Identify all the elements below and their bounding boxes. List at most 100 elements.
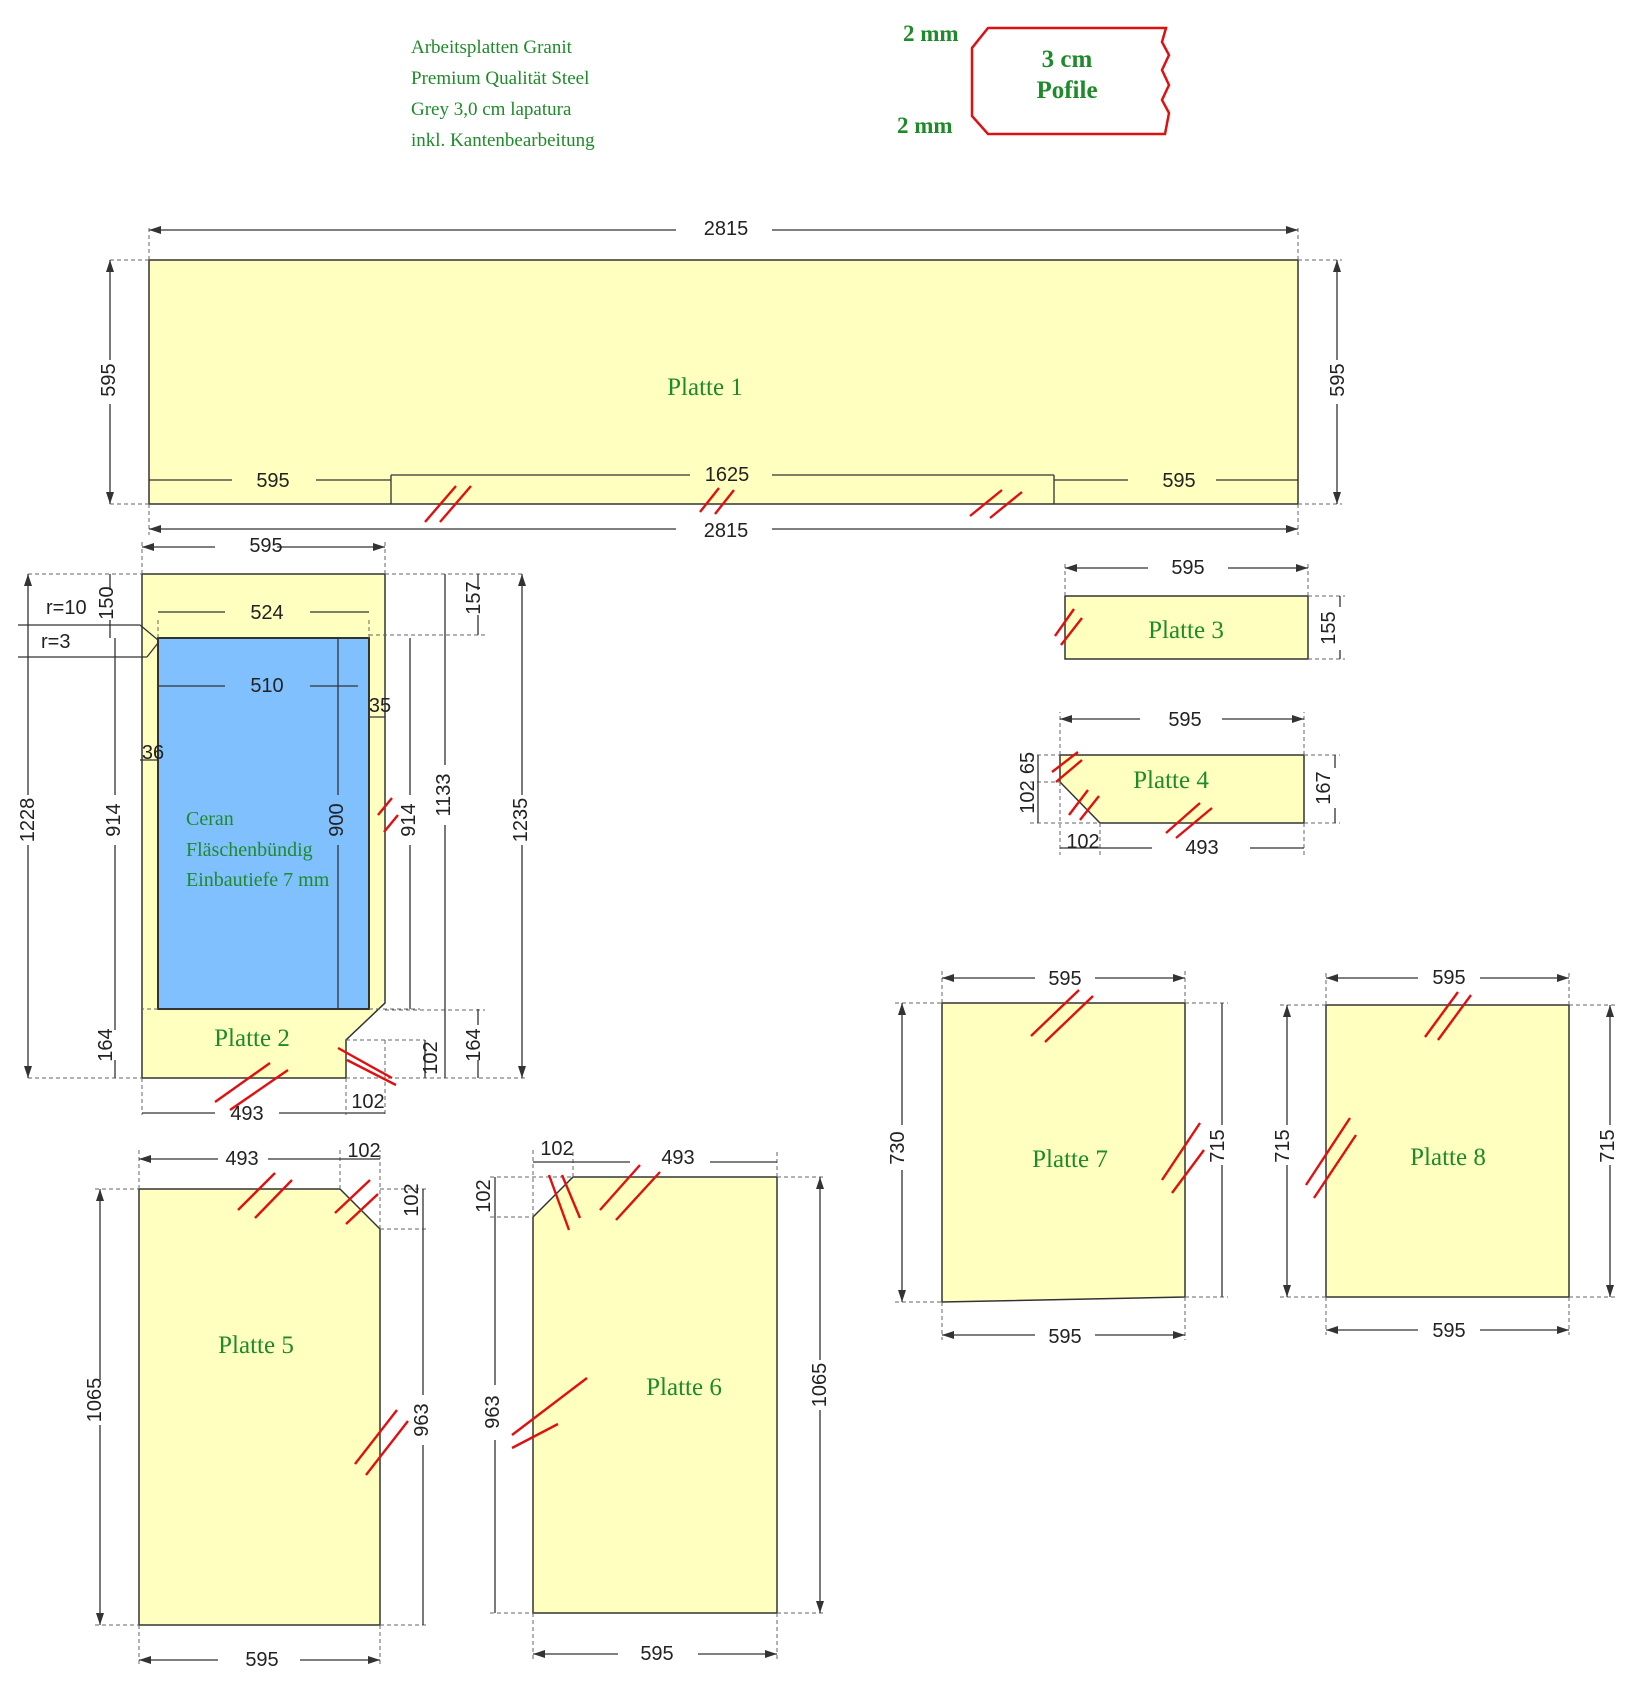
ceran-label-1: Ceran [186, 808, 234, 830]
panel-1-dim-seg-left: 595 [256, 470, 289, 492]
panel-5-dim-right-963: 963 [411, 1403, 433, 1436]
panel-6-dim-bottom: 595 [640, 1643, 673, 1665]
panel-6-dim-top-102: 102 [540, 1138, 573, 1160]
profile-top-chamfer: 2 mm [903, 21, 959, 46]
panel-1-dim-bottom: 2815 [704, 520, 749, 542]
panel-2-dim-157: 157 [463, 581, 485, 614]
panel-5: Platte 5 493 102 102 1065 963 595 [84, 1140, 433, 1671]
panel-6-dim-right: 1065 [809, 1363, 831, 1408]
panel-8-edge-marks [1304, 991, 1472, 1199]
material-line-1: Arbeitsplatten Granit [411, 37, 572, 58]
panel-6-dim-left-102: 102 [473, 1179, 495, 1212]
panel-2-dim-top: 595 [249, 535, 282, 557]
panel-8: Platte 8 595 715 715 595 [1272, 967, 1619, 1342]
panel-5-dim-top-102: 102 [347, 1140, 380, 1162]
panel-3-shape [1064, 595, 1309, 660]
cutout-dim-width: 524 [250, 602, 283, 624]
panel-2-edge-marks [214, 797, 399, 1111]
panel-1-dim-left: 595 [98, 363, 120, 396]
panel-2-dim-164-left: 164 [95, 1028, 117, 1061]
panel-1-dim-seg-mid: 1625 [705, 464, 750, 486]
panel-1-edge-marks [424, 485, 1023, 523]
profile-thickness: 3 cm [1042, 46, 1093, 73]
panel-5-shape [138, 1188, 381, 1626]
panel-2-dim-36: 36 [142, 742, 164, 764]
panel-8-shape [1325, 1004, 1570, 1298]
panel-8-dim-bottom: 595 [1432, 1320, 1465, 1342]
panel-5-dim-right-102: 102 [401, 1183, 423, 1216]
panel-1-dim-lines [109, 225, 1342, 535]
panel-2-dim-35: 35 [369, 695, 391, 717]
panel-2-dim-102-vertical: 102 [420, 1041, 442, 1074]
panel-5-dim-top-493: 493 [225, 1148, 258, 1170]
material-line-3: Grey 3,0 cm lapatura [411, 99, 572, 120]
profile-title: Pofile [1036, 77, 1097, 104]
panel-2-dim-493: 493 [230, 1103, 263, 1125]
panel-2-label: Platte 2 [214, 1025, 290, 1052]
panel-3-edge-marks [1054, 608, 1083, 646]
panel-5-dim-bottom: 595 [245, 1649, 278, 1671]
ceran-cutout [157, 637, 370, 1010]
panel-4-label: Platte 4 [1133, 767, 1209, 794]
panel-8-dim-left: 715 [1272, 1129, 1294, 1162]
panel-2: Platte 2 Ceran Fläschenbündig Einbautief… [17, 535, 532, 1125]
panel-6-shape [532, 1176, 778, 1614]
panel-2-dim-914-left: 914 [103, 803, 125, 836]
panel-4-dim-right: 167 [1313, 771, 1335, 804]
panel-7-dim-top: 595 [1048, 968, 1081, 990]
panel-4-dim-bottom-493: 493 [1185, 837, 1218, 859]
panel-2-dim-lines [18, 540, 525, 1115]
ceran-label-2: Fläschenbündig [186, 839, 313, 861]
panel-5-label: Platte 5 [218, 1332, 294, 1359]
panel-3-label: Platte 3 [1148, 617, 1224, 644]
panel-6-dim-top-493: 493 [661, 1147, 694, 1169]
panel-7-dim-bottom: 595 [1048, 1326, 1081, 1348]
hole-dim-width: 510 [250, 675, 283, 697]
panel-7-dim-right: 715 [1207, 1129, 1229, 1162]
panel-4: Platte 4 595 102 65 167 102 493 [1017, 709, 1340, 859]
panel-1: Platte 1 2815 2815 595 595 595 1625 595 [98, 218, 1349, 542]
panel-4-dim-bottom-102: 102 [1066, 831, 1099, 853]
panel-1-dim-top: 2815 [704, 218, 749, 240]
panel-2-dim-102-horizontal: 102 [351, 1091, 384, 1113]
radius-10-label: r=10 [46, 597, 87, 619]
panel-7-label: Platte 7 [1032, 1146, 1108, 1173]
profile-outline [970, 26, 1171, 136]
panel-3-dim-right: 155 [1318, 611, 1340, 644]
panel-6-edge-marks [511, 1164, 661, 1450]
panel-4-dim-left-102: 102 [1017, 780, 1039, 813]
panel-8-dim-right: 715 [1597, 1129, 1619, 1162]
panel-6: Platte 6 102 493 102 963 1065 595 [473, 1138, 831, 1665]
panel-1-dim-right: 595 [1327, 363, 1349, 396]
panel-1-shape [148, 259, 1299, 505]
ceran-label-3: Einbautiefe 7 mm [186, 869, 330, 891]
panel-4-edge-marks [1051, 751, 1213, 839]
panel-2-dim-1133: 1133 [433, 773, 455, 816]
panel-3-dim-top: 595 [1171, 557, 1204, 579]
hole-dim-900: 900 [326, 803, 348, 836]
panel-2-dim-150: 150 [96, 586, 118, 619]
material-line-4: inkl. Kantenbearbeitung [411, 130, 595, 151]
panel-8-dim-top: 595 [1432, 967, 1465, 989]
radius-3-label: r=3 [41, 631, 70, 653]
panel-8-label: Platte 8 [1410, 1144, 1486, 1171]
panel-6-dim-left-963: 963 [482, 1395, 504, 1428]
panel-2-dim-164-right: 164 [463, 1028, 485, 1061]
panel-3: Platte 3 595 155 [1054, 557, 1345, 660]
panel-1-dim-seg-right: 595 [1162, 470, 1195, 492]
panel-4-dim-left-65: 65 [1017, 752, 1039, 774]
panel-2-dim-1228: 1228 [17, 798, 39, 843]
panel-7-edge-marks [1030, 989, 1205, 1194]
material-line-2: Premium Qualität Steel [411, 68, 590, 89]
panel-7: Platte 7 595 730 715 595 [887, 968, 1229, 1348]
panel-2-dim-1235: 1235 [510, 798, 532, 843]
panel-2-dim-914-right: 914 [398, 803, 420, 836]
panel-4-dim-top: 595 [1168, 709, 1201, 731]
material-description: Arbeitsplatten Granit Premium Qualität S… [411, 32, 595, 156]
panel-5-dim-left: 1065 [84, 1378, 106, 1423]
profile-bottom-chamfer: 2 mm [897, 113, 953, 138]
panel-5-edge-marks [237, 1172, 409, 1476]
panel-7-dim-left: 730 [887, 1131, 909, 1164]
